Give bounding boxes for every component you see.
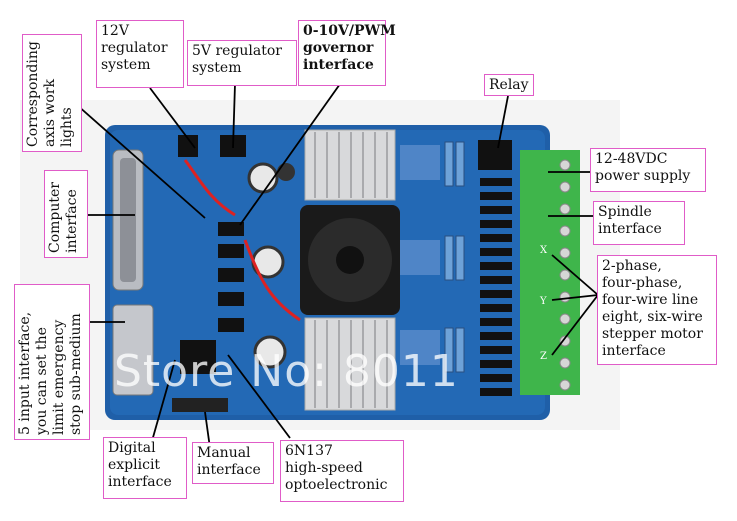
label-relay: Relay	[484, 74, 534, 96]
label-manual-interface: Manual interface	[192, 442, 274, 484]
label-governor-interface: 0-10V/PWM governor interface	[298, 20, 396, 86]
manual-header	[172, 398, 228, 412]
relay-block	[478, 140, 512, 170]
axis-x-mark: X	[540, 245, 548, 256]
axis-z-mark: Z	[540, 351, 547, 362]
label-digital-explicit: Digital explicit interface	[103, 437, 187, 499]
label-optoelectronic: 6N137 high-speed optoelectronic	[280, 440, 404, 502]
label-power-supply: 12-48VDC power supply	[590, 148, 706, 192]
input-connector	[112, 304, 154, 396]
label-input-interface: 5 input interface, you can set the limit…	[14, 284, 90, 440]
label-work-lights: Corresponding axis work lights	[22, 34, 82, 152]
label-12v-regulator: 12V regulator system	[96, 20, 184, 88]
label-computer-interface: Computer interface	[44, 170, 88, 258]
digital-display-chip	[180, 340, 216, 374]
label-5v-regulator: 5V regulator system	[187, 40, 297, 86]
store-watermark: Store No: 8011	[114, 346, 459, 397]
axis-y-mark: Y	[540, 296, 547, 307]
terminal-block	[520, 150, 580, 395]
label-stepper-motor: 2-phase, four-phase, four-wire line eigh…	[597, 255, 717, 365]
label-spindle-interface: Spindle interface	[593, 201, 685, 245]
